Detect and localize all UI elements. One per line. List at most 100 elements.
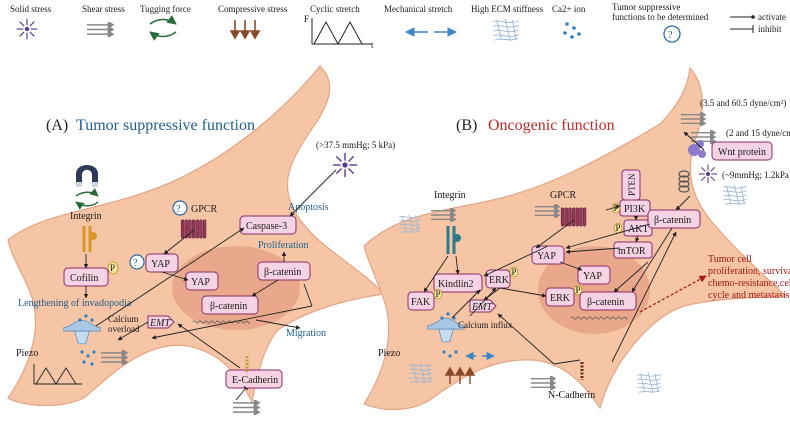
legend-inhibit-label: inhibit [758,24,782,34]
emt-label-a: EMT [149,318,171,329]
panel-b-solid-stress-icon [698,164,718,184]
erk-nucleus-label: ERK [550,293,571,304]
beta-catenin-cyto-label-b: β-catenin [654,215,691,226]
mtor-label: mTOR [618,246,646,257]
panel-a: (A) Tumor suppressive function (>37.5 mm… [16,117,395,415]
panel-b-integrin-label: Integrin [434,190,466,201]
panel-a-solid-stress-value: (>37.5 mmHg; 5 kPa) [316,140,395,150]
erk-cyto-node [485,269,511,289]
panel-a-question-mark: ? [176,204,181,215]
legend: Solid stress Shear stress Tugging force … [10,2,786,50]
proliferation-label-a: Proliferation [258,240,309,251]
panel-b-letter: (B) [456,117,477,134]
inhibit-icon [730,25,754,33]
panel-b-bottom-shear-icon [530,376,556,390]
legend-cyclic-stretch-label: Cyclic stretch [310,4,360,14]
panel-a-tugging-icon [75,187,99,210]
yap-nucleus-label-b: YAP [583,271,602,282]
question-mark-icon [663,25,681,43]
legend-question-mark: ? [668,30,673,41]
pten-label: PTEN [627,173,637,196]
cyclic-axis-f: F [304,14,309,24]
calcium-overload-line1: Calcium [108,314,139,324]
beta-catenin-nucleus-node-b [579,291,637,311]
panel-a-arrows [83,169,337,401]
lengthening-label: Lengthening of invadopodia [18,298,132,309]
pi3k-label: PI3K [624,204,646,215]
fak-node [407,291,435,311]
legend-ecm-stiffness-label: High ECM stiffness [471,4,543,14]
panel-b-ecm-icon-right [636,372,662,394]
yap-cyto-label-a: YAP [151,259,170,270]
panel-b-shear-icon-1 [680,112,706,126]
apoptosis-label: Apoptosis [288,202,329,213]
cyclic-stretch-icon [311,18,372,46]
e-cadherin-node [225,369,283,389]
panel-b-solid-value: (~9mmHg; 1.2kPa) [722,170,790,180]
panel-a-yap-question-icon [129,254,145,270]
cofilin-phospho-icon [107,261,119,275]
panel-a-yap-question-mark: ? [133,258,138,269]
outcome-line4: cycle and metastasis [708,290,790,301]
emt-node-a [147,315,175,329]
mtor-node [613,241,653,259]
legend-shear-stress-label: Shear stress [82,4,125,14]
activate-icon [730,15,755,19]
panel-b-gpcr-label: GPCR [550,190,576,201]
outcome-line2: proliferation, survival, [708,266,790,277]
panel-b-compressive-icon [444,366,476,384]
frizzled-receptor-icon [678,170,690,193]
caspase-node [239,215,297,235]
legend-tumor-tbd-line2: functions to be determined [612,12,709,22]
ca-ion-icon [563,22,581,39]
outcome-line3: chemo-resistance,cell [708,278,790,289]
ecm-stiffness-icon [492,18,520,42]
legend-ca-ion-label: Ca2+ ion [552,4,586,14]
panel-b-integrin-shear-icon [430,208,456,222]
fak-label: FAK [411,297,431,308]
fak-phospho-label: P [436,289,441,299]
panel-a-ca-ions [78,314,96,366]
legend-compressive-stress-label: Compressive stress [218,4,288,14]
yap-nucleus-node-b [577,265,611,285]
calcium-influx-label: Calcium influx [458,320,513,330]
n-cadherin-label: N-Cadherin [548,390,595,401]
piezo-label-b: Piezo [378,348,400,359]
beta-catenin-nucleus-node-a [201,295,259,315]
akt-phospho-label: P [616,223,621,233]
panel-a-bottom-shear-icon [232,400,260,415]
legend-tumor-tbd-line1: Tumor suppressive [612,2,680,12]
legend-tugging-force-label: Tugging force [140,4,191,14]
shear-stress-icon [86,22,114,37]
panel-a-question-icon [172,200,188,216]
beta-catenin-nucleus-label-b: β-catenin [587,297,624,308]
wnt-protein-icon [688,140,706,158]
panel-b-gpcr-shear-icon [534,204,560,218]
emt-label-b: EMT [471,302,493,313]
shear-value-2: (2 and 15 dyne/cm²) [726,128,790,138]
panel-b-ecm-icon-top [722,184,748,206]
nucleus-b [538,246,650,334]
cell-b-body [363,66,788,411]
shear-value-1: (3.5 and 60.5 dyne/cm²) [700,98,786,108]
akt-label: AKT [628,224,649,235]
integrin-icon-b [446,226,461,254]
cofilin-label: Cofilin [70,273,98,284]
panel-a-cyclic-icon [33,364,82,385]
panel-a-letter: (A) [46,117,68,134]
outcome-line1: Tumor cell [708,254,752,265]
yap-cyto-label-b: YAP [537,251,556,262]
panel-a-integrin-label: Integrin [70,211,102,222]
panel-a-solid-stress-icon [332,152,358,178]
erk-cyto-phospho-label: P [512,267,517,277]
panel-a-title: Tumor suppressive function [76,117,255,134]
erk-cyto-phospho-icon [509,266,519,278]
yap-nucleus-node-a [185,271,219,291]
panel-a-shear-icon [100,350,128,365]
cofilin-phospho-label: P [110,263,115,273]
beta-catenin-cyto-label-a: β-catenin [264,267,301,278]
beta-catenin-cyto-node-b [647,209,701,229]
erk-nucleus-phospho-icon [573,284,583,296]
wnt-protein-node [711,141,773,161]
